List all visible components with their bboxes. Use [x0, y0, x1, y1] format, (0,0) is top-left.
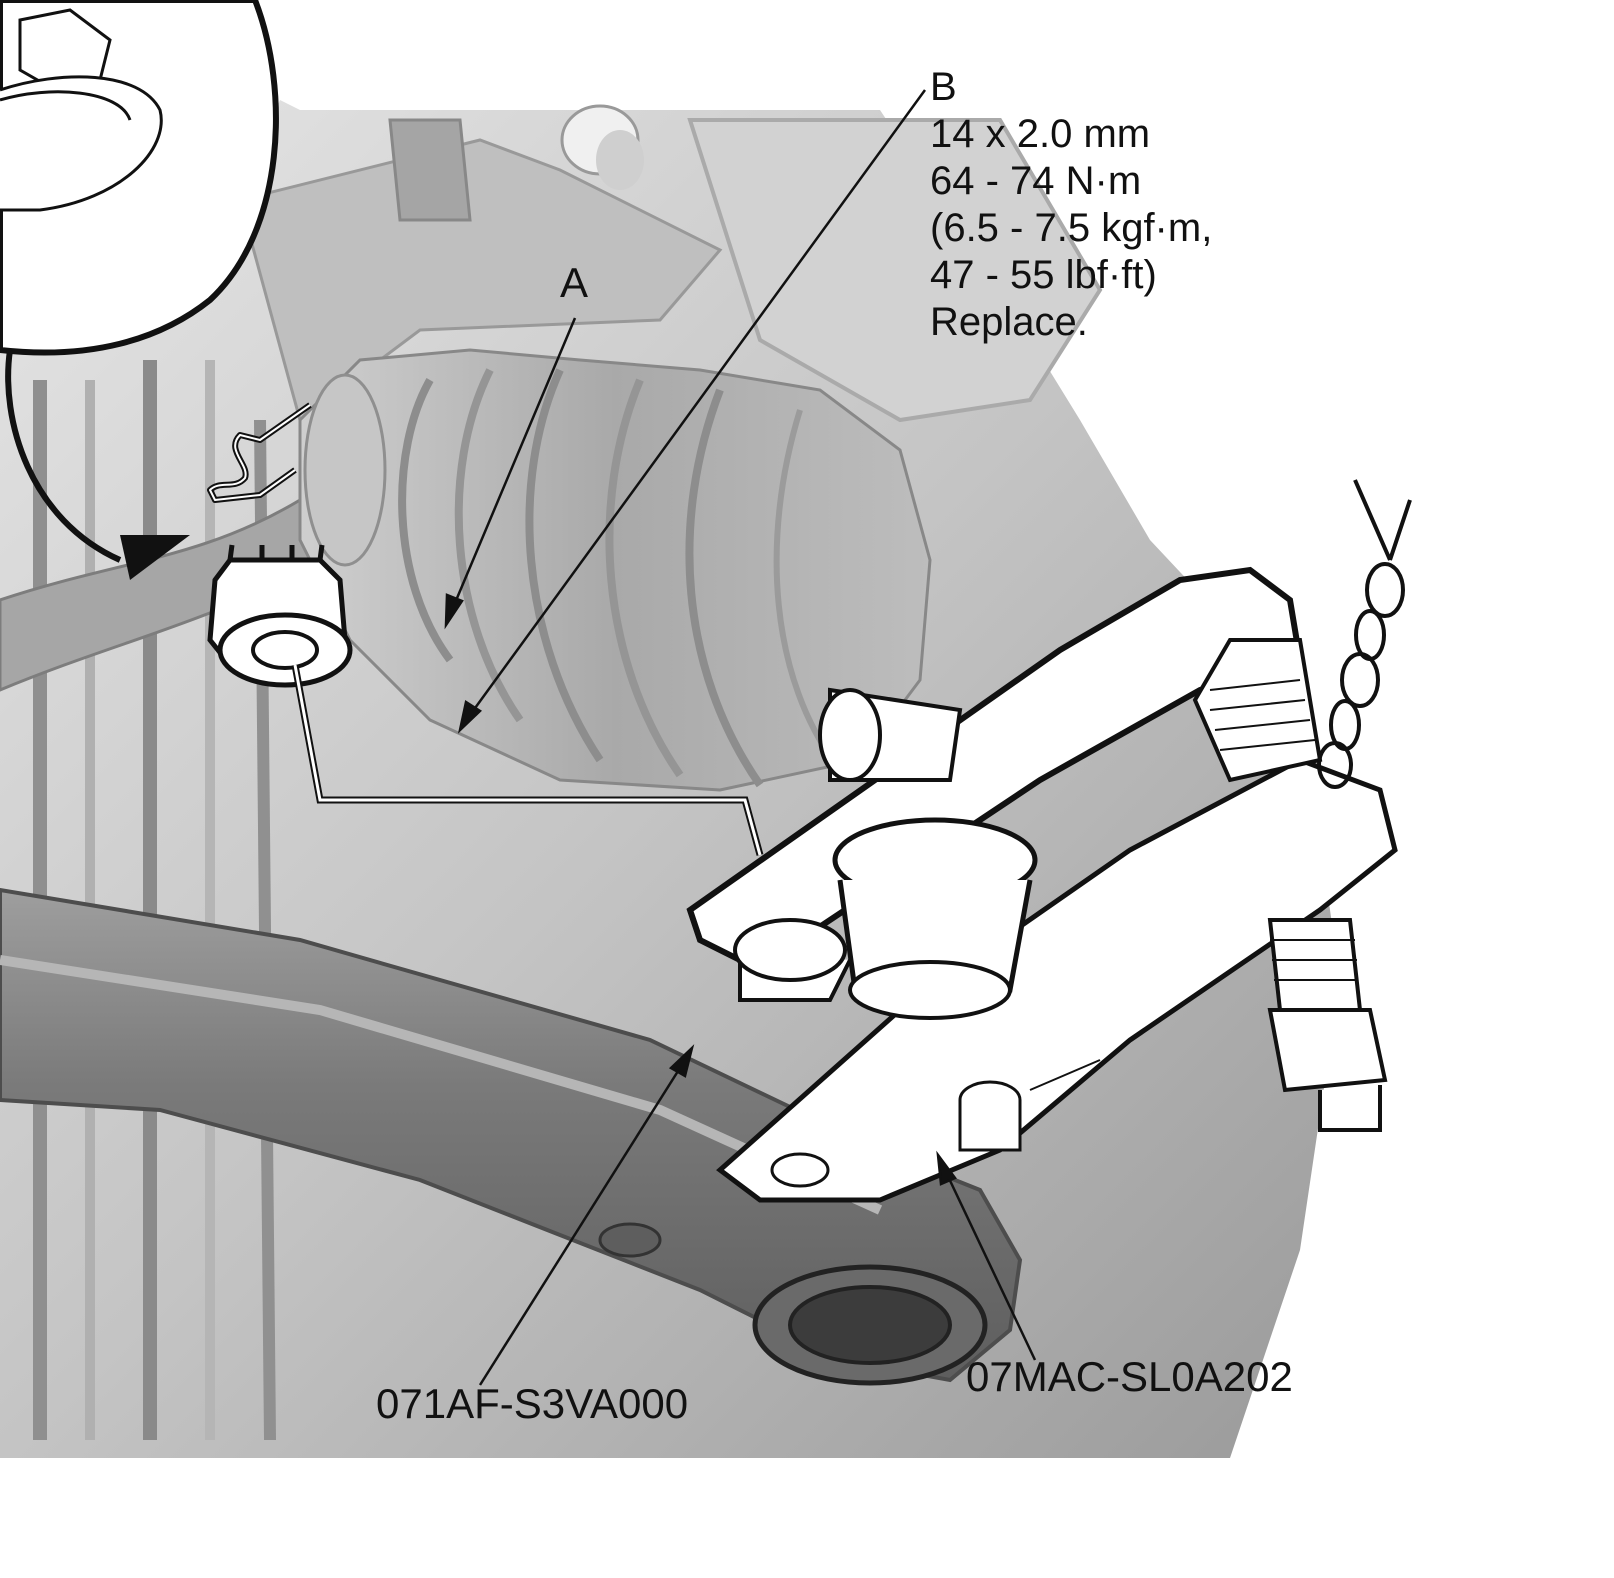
leader-lines	[444, 89, 1037, 1386]
callout-b-size: 14 x 2.0 mm	[930, 112, 1151, 156]
ball-joint-press-tool	[686, 566, 1388, 1132]
callout-b: B 14 x 2.0 mm 64 - 74 N·m (6.5 - 7.5 kgf…	[930, 64, 1212, 346]
callout-b-torque-nm: 64 - 74 N·m	[930, 159, 1142, 203]
cv-boot	[298, 348, 932, 792]
tool-number-left: 071AF-S3VA000	[376, 1380, 689, 1427]
detail-inset	[0, 0, 279, 356]
lower-control-arm	[0, 887, 1023, 1386]
callout-a: A	[560, 259, 589, 306]
castle-nut-icon	[207, 544, 353, 688]
callout-b-note: Replace.	[930, 300, 1088, 344]
callout-b-letter: B	[930, 65, 957, 109]
callout-b-torque-kgfm: (6.5 - 7.5 kgf·m,	[930, 206, 1213, 250]
chain	[1317, 479, 1412, 789]
cotter-pin-icon	[207, 402, 312, 503]
callout-b-torque-lbfft: 47 - 55 lbf·ft)	[930, 253, 1157, 297]
ball-joint-remover-tool	[716, 757, 1398, 1203]
nut-leader-line	[291, 664, 764, 856]
tool-number-right: 07MAC-SL0A202	[966, 1353, 1293, 1400]
direction-arrow	[5, 349, 190, 580]
